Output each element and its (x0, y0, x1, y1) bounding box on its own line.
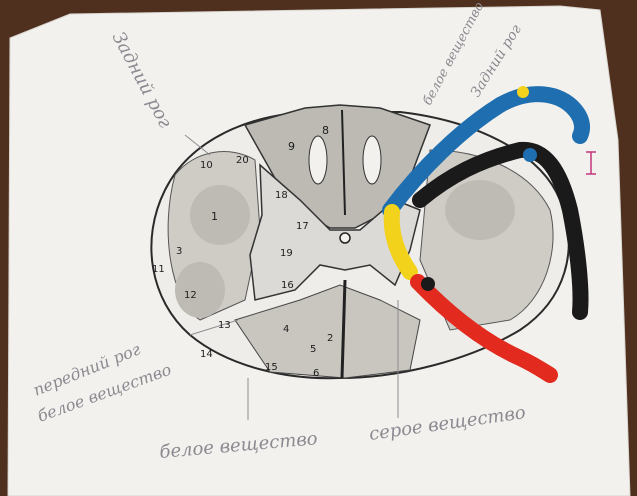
posterior-horn-left (309, 136, 327, 184)
label-19: 19 (280, 248, 293, 259)
label-9: 9 (288, 140, 295, 153)
label-2: 2 (327, 333, 333, 344)
label-8: 8 (322, 124, 329, 137)
label-17: 17 (296, 221, 309, 232)
central-canal (340, 233, 350, 243)
label-20: 20 (236, 155, 249, 166)
region-12 (175, 262, 225, 318)
label-3: 3 (176, 246, 182, 257)
label-15: 15 (265, 362, 278, 373)
label-18: 18 (275, 190, 288, 201)
label-4: 4 (283, 324, 289, 335)
label-12: 12 (184, 290, 197, 301)
label-5: 5 (310, 344, 316, 355)
blue-ball-black (523, 148, 537, 162)
region-1 (190, 185, 250, 245)
posterior-horn-right (363, 136, 381, 184)
yellow-ball-top (517, 86, 529, 98)
label-11: 11 (152, 264, 165, 275)
label-16: 16 (281, 280, 294, 291)
black-ball-red (421, 277, 435, 291)
label-6: 6 (313, 368, 319, 379)
label-1: 1 (211, 210, 218, 223)
label-10: 10 (200, 160, 213, 171)
label-14: 14 (200, 349, 213, 360)
label-13: 13 (218, 320, 231, 331)
right-region-upper (445, 180, 515, 240)
